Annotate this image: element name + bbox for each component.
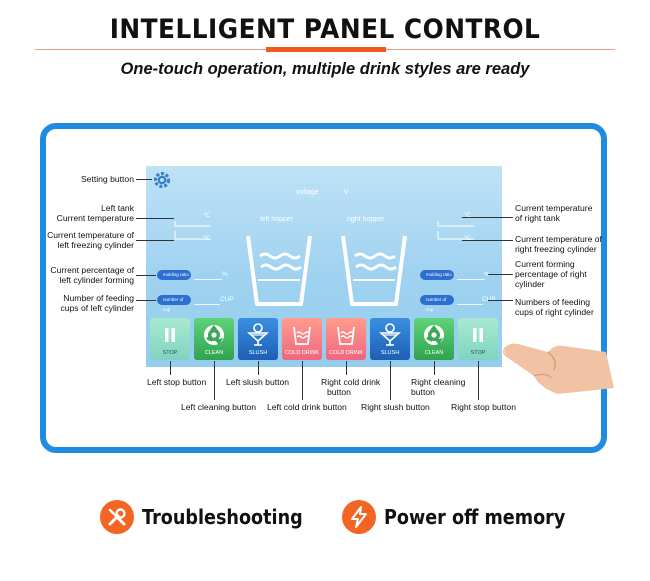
left-cup-count-value (194, 304, 220, 305)
clean-icon (201, 322, 227, 348)
left-tank-temp-unit: ℃ (203, 212, 211, 219)
page-subtitle: One-touch operation, multiple drink styl… (120, 60, 530, 78)
left-hopper-icon (246, 235, 312, 306)
leader-line (434, 361, 435, 375)
leader-line (258, 361, 259, 375)
annotation-left-cold: Left cold drink button (267, 402, 347, 412)
leader-line (478, 361, 479, 400)
annotation-right-slush: Right slush button (361, 402, 430, 412)
left-molding-ratio-value (194, 279, 222, 280)
control-panel-screen: voltage V left hopper right hopper ℃ ℃ ℃… (146, 166, 502, 367)
annotation-setting-button: Setting button (80, 174, 134, 184)
right-temperature-graphic (437, 221, 474, 240)
annotation-right-stop: Right stop button (451, 402, 516, 412)
voltage-unit: V (344, 189, 349, 196)
feature-troubleshooting-label: Troubleshooting (142, 505, 303, 529)
annotation-left-stop: Left stop button (147, 377, 207, 387)
left-clean-button[interactable]: CLEAN (194, 318, 234, 360)
right-slush-button[interactable]: SLUSH (370, 318, 410, 360)
left-cylinder-temp-unit: ℃ (203, 235, 211, 242)
left-stop-button[interactable]: STOP (150, 318, 190, 360)
leader-line (488, 300, 513, 301)
left-hopper-label: left hopper (260, 216, 294, 223)
leader-line (170, 361, 171, 375)
leader-line (136, 275, 156, 276)
voltage-label: voltage (296, 189, 319, 196)
pause-icon (157, 322, 183, 348)
clean-icon (421, 322, 447, 348)
right-hopper-label: right hopper (347, 216, 385, 223)
slush-icon (245, 322, 271, 348)
slush-icon (377, 322, 403, 348)
right-clean-button[interactable]: CLEAN (414, 318, 454, 360)
leader-line (488, 274, 513, 275)
left-cold-drink-button[interactable]: COLD DRINK (282, 318, 322, 360)
cold-drink-icon (289, 322, 315, 348)
leader-line (390, 361, 391, 400)
right-cylinder-temp-unit: ℃ (464, 235, 472, 242)
leader-line (302, 361, 303, 400)
right-hopper-icon (341, 235, 407, 306)
lightning-icon (342, 500, 376, 534)
right-molding-ratio-pill: molding ratio (420, 270, 454, 280)
leader-line (136, 240, 174, 241)
right-number-of-cup-pill: number of cup (420, 295, 454, 312)
pointing-hand-image (502, 343, 614, 394)
leader-line (136, 218, 174, 219)
left-percent-unit: % (222, 271, 228, 278)
gear-icon[interactable] (152, 170, 172, 190)
left-slush-button[interactable]: SLUSH (238, 318, 278, 360)
right-cold-drink-button[interactable]: COLD DRINK (326, 318, 366, 360)
wrench-icon (100, 500, 134, 534)
leader-line (136, 300, 156, 301)
page-title: INTELLIGENT PANEL CONTROL (109, 14, 541, 45)
left-number-of-cup-pill: number of cup (157, 295, 191, 312)
right-molding-ratio-value (457, 279, 485, 280)
feature-troubleshooting: Troubleshooting (100, 500, 325, 534)
annotation-left-cleaning: Left cleaning button (181, 402, 257, 412)
pause-icon (465, 322, 491, 348)
leader-line (346, 361, 347, 375)
leader-line (136, 179, 152, 180)
leader-line (462, 217, 513, 218)
annotation-left-slush: Left slush button (226, 377, 290, 387)
left-molding-ratio-pill: molding ratio (157, 270, 191, 280)
right-stop-button[interactable]: STOP (458, 318, 498, 360)
right-cup-count-value (457, 304, 483, 305)
cold-drink-icon (333, 322, 359, 348)
leader-line (214, 361, 215, 400)
left-temperature-graphic (174, 221, 211, 240)
leader-line (462, 240, 513, 241)
title-rule-accent (266, 47, 386, 52)
right-percent-unit: % (484, 271, 490, 278)
feature-power-off-memory-label: Power off memory (384, 505, 566, 529)
feature-power-off-memory: Power off memory (342, 500, 590, 534)
right-cup-unit: CUP (482, 296, 496, 303)
right-tank-temp-unit: ℃ (464, 212, 472, 219)
left-cup-unit: CUP (220, 296, 234, 303)
